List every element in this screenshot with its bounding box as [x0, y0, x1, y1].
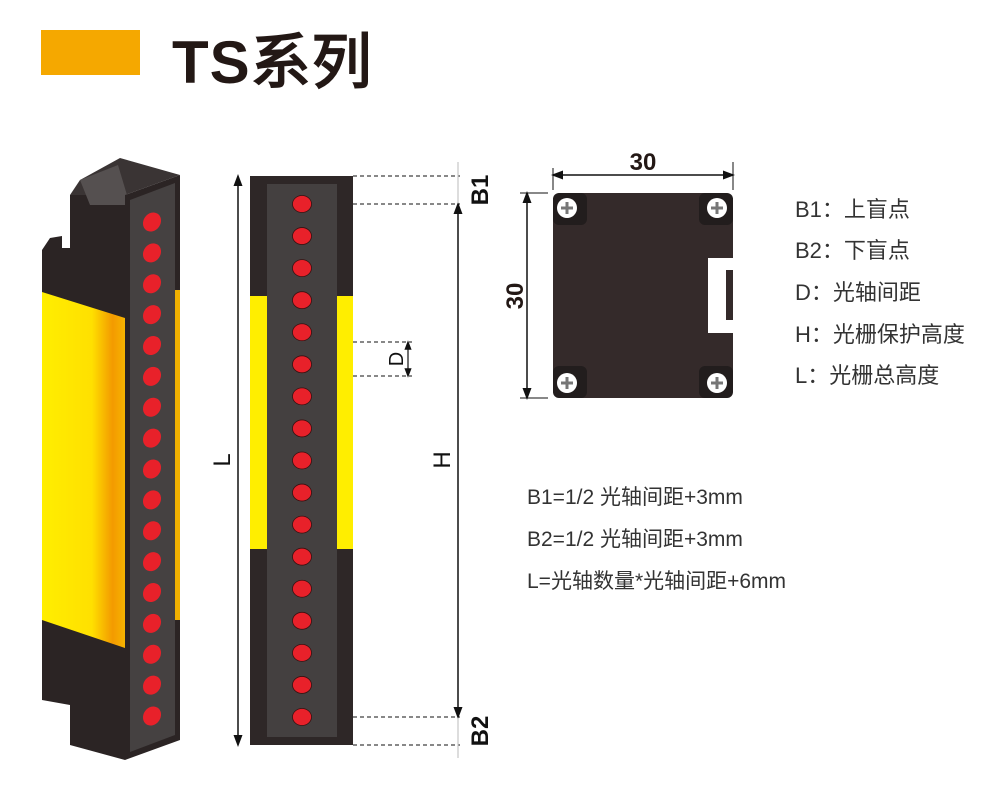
side-view: 30 30	[502, 149, 735, 400]
screw-icon	[557, 373, 577, 393]
led-dot-3d	[142, 644, 162, 664]
led-dot-3d	[142, 305, 162, 325]
led-dot-3d	[142, 428, 162, 448]
led-dot	[292, 483, 312, 502]
formula-l: L=光轴数量*光轴间距+6mm	[527, 570, 787, 593]
formula-b2: B2=1/2 光轴间距+3mm	[527, 528, 743, 551]
legend-l: L：光栅总高度	[795, 363, 940, 388]
page-title: TS系列	[172, 29, 373, 96]
led-dot	[292, 579, 312, 598]
led-dot-3d	[142, 521, 162, 541]
led-dot-3d	[142, 490, 162, 510]
led-dot	[292, 611, 312, 630]
side-height-label: 30	[502, 283, 529, 310]
led-dot-3d	[142, 335, 162, 356]
led-dot	[292, 547, 312, 566]
legend-b2: B2：下盲点	[795, 238, 910, 263]
screw-icon	[707, 373, 727, 393]
led-dot-3d	[142, 613, 162, 633]
led-dot	[292, 708, 312, 726]
led-dot-3d	[142, 582, 162, 603]
title-accent-bar	[41, 30, 140, 75]
legend-b1: B1：上盲点	[795, 197, 910, 222]
led-dot-3d	[142, 212, 162, 232]
side-width-label: 30	[630, 149, 657, 176]
product-front-view	[250, 176, 353, 745]
legend-h: H：光栅保护高度	[795, 322, 965, 347]
led-dot-3d	[142, 459, 162, 479]
dimension-lines	[233, 162, 463, 758]
screw-icon	[707, 198, 727, 218]
legend-d: D：光轴间距	[795, 280, 921, 305]
led-dot	[292, 227, 312, 245]
led-dot	[292, 515, 312, 534]
led-dot	[292, 291, 312, 310]
led-dot	[292, 643, 312, 662]
screw-icon	[557, 198, 577, 218]
led-dot	[292, 259, 312, 278]
led-dot	[292, 323, 312, 342]
led-dot	[292, 419, 312, 438]
label-D: D	[386, 352, 408, 366]
led-dot-3d	[142, 675, 162, 695]
formula-b1: B1=1/2 光轴间距+3mm	[527, 486, 743, 509]
led-dot-3d	[142, 552, 162, 572]
label-H: H	[429, 451, 456, 468]
label-B1: B1	[467, 175, 494, 206]
label-L: L	[209, 453, 236, 466]
led-dot-3d	[142, 366, 162, 386]
label-B2: B2	[467, 716, 494, 747]
led-dot-3d	[142, 274, 162, 294]
led-dot	[292, 195, 312, 213]
led-dot-3d	[142, 706, 162, 726]
product-3d-view	[42, 158, 180, 760]
led-dot	[292, 355, 312, 374]
led-dot	[292, 451, 312, 470]
led-dot-3d	[142, 243, 162, 263]
led-dot	[292, 387, 312, 406]
led-dot	[292, 676, 312, 694]
led-dot-3d	[142, 397, 162, 417]
